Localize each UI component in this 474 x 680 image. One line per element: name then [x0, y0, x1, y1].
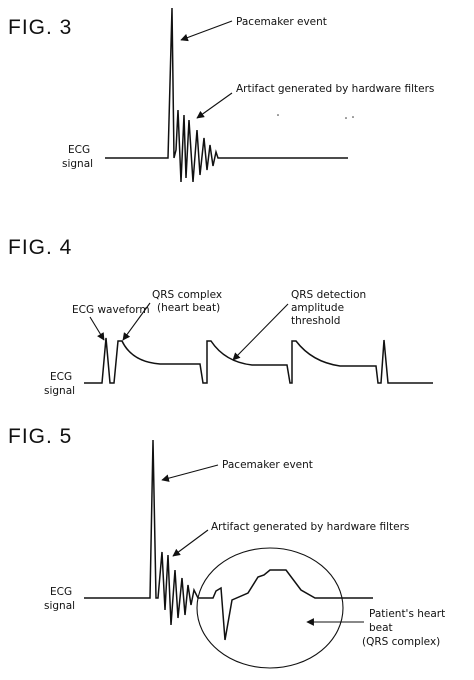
figure-4-amplitude-label: amplitude: [291, 302, 344, 314]
figure-3-artifact-pointer: [196, 92, 233, 119]
figure-3: FIG. 3 Pacemaker event Artifact generate…: [8, 7, 434, 183]
figure-4-ecg-trace: [84, 337, 433, 384]
figure-5-heartbeat-label: Patient's heart: [369, 608, 445, 620]
figure-4: FIG. 4 ECG waveform QRS complex (heart b…: [8, 236, 433, 397]
figure-3-title: FIG. 3: [8, 16, 72, 39]
figure-5-pacemaker-label: Pacemaker event: [222, 459, 313, 471]
figure-4-qrs-label: QRS complex: [152, 289, 222, 301]
figure-5-artifact-pointer: [172, 529, 209, 557]
figure-4-signal-label: signal: [44, 385, 75, 397]
figure-3-artifact-label: Artifact generated by hardware filters: [236, 83, 434, 95]
figure-5-heartbeat-ellipse: [196, 547, 344, 669]
figure-4-threshold-pointer: [232, 303, 289, 361]
figure-5-artifact-label: Artifact generated by hardware filters: [211, 521, 409, 533]
figure-5: FIG. 5 Pacemaker event Artifact generate…: [8, 425, 445, 669]
figure-4-threshold-word-label: threshold: [291, 315, 340, 327]
figure-4-waveform-pointer: [89, 316, 105, 341]
figure-5-signal-label: signal: [44, 600, 75, 612]
figure-3-pacemaker-label: Pacemaker event: [236, 16, 327, 28]
figure-4-qrs-pointer: [122, 302, 151, 341]
figure-5-ecg-label: ECG: [50, 586, 72, 598]
figure-4-threshold-label: QRS detection: [291, 289, 366, 301]
figure-5-beat-label: beat: [369, 622, 393, 634]
scan-speck: [277, 114, 279, 116]
scan-speck: [345, 117, 347, 119]
figure-4-title: FIG. 4: [8, 236, 72, 259]
figure-4-ecg-label: ECG: [50, 371, 72, 383]
figure-3-pacemaker-pointer: [180, 20, 233, 42]
figure-4-waveform-label: ECG waveform: [72, 304, 150, 316]
figure-5-title: FIG. 5: [8, 425, 72, 448]
figure-3-ecg-label: ECG: [68, 144, 90, 156]
figure-5-pacemaker-pointer: [161, 464, 219, 482]
figure-3-ecg-trace: [105, 7, 348, 183]
figure-4-heartbeat-label: (heart beat): [157, 302, 220, 314]
figure-5-qrs-label: (QRS complex): [362, 636, 440, 648]
figure-3-signal-label: signal: [62, 158, 93, 170]
figure-5-ecg-trace: [84, 439, 373, 641]
scan-speck: [352, 116, 354, 118]
